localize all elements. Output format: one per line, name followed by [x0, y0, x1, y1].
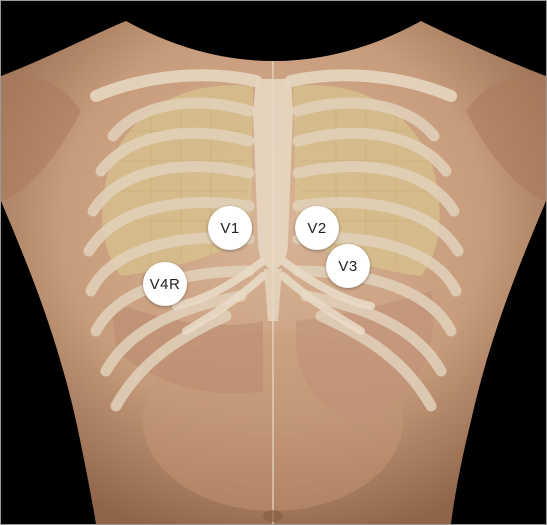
- electrode-v4r-label: V4R: [150, 276, 181, 293]
- electrode-v1-label: V1: [220, 220, 239, 237]
- electrode-v2-label: V2: [307, 220, 326, 237]
- electrode-v4r: V4R: [143, 262, 187, 306]
- electrode-v3: V3: [326, 244, 370, 288]
- electrode-v2: V2: [295, 206, 339, 250]
- electrode-v1: V1: [208, 206, 252, 250]
- navel: [263, 510, 283, 522]
- electrode-v3-label: V3: [338, 258, 357, 275]
